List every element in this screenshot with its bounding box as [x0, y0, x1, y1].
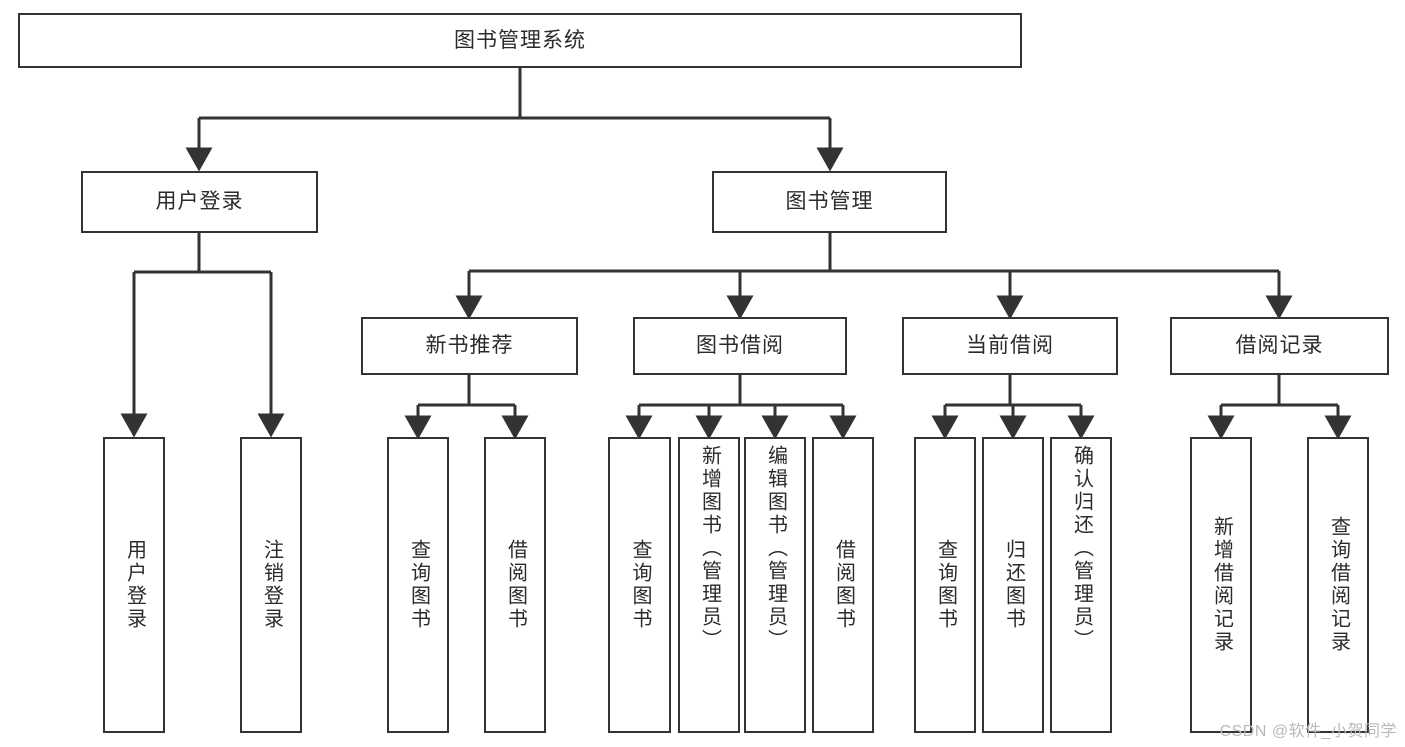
node-leaf-user-logout-label: 注销登录	[260, 539, 283, 631]
node-leaf-return-book-label: 归还图书	[1002, 539, 1025, 631]
node-leaf-add-borrow-record-label: 新增借阅记录	[1210, 516, 1233, 654]
node-book-borrow[interactable]: 图书借阅	[633, 317, 847, 375]
node-leaf-query-book-current-label: 查询图书	[934, 539, 957, 631]
node-leaf-borrow-book-recommend[interactable]: 借阅图书	[484, 437, 546, 733]
node-leaf-user-login-label: 用户登录	[123, 539, 146, 631]
node-leaf-add-book[interactable]: 新增图书（管理员）	[678, 437, 740, 733]
node-book-manage-label: 图书管理	[785, 190, 874, 214]
node-leaf-query-borrow-record[interactable]: 查询借阅记录	[1307, 437, 1369, 733]
node-leaf-borrow-book-recommend-label: 借阅图书	[504, 539, 527, 631]
node-leaf-user-logout[interactable]: 注销登录	[240, 437, 302, 733]
node-borrow-record-label: 借阅记录	[1235, 334, 1324, 358]
node-leaf-confirm-return-label: 确认归还（管理员）	[1070, 445, 1093, 652]
node-new-book-recommend[interactable]: 新书推荐	[361, 317, 578, 375]
node-leaf-add-borrow-record[interactable]: 新增借阅记录	[1190, 437, 1252, 733]
node-leaf-query-book-borrow[interactable]: 查询图书	[608, 437, 671, 733]
node-leaf-borrow-book-label: 借阅图书	[832, 539, 855, 631]
node-leaf-confirm-return[interactable]: 确认归还（管理员）	[1050, 437, 1112, 733]
node-current-borrow[interactable]: 当前借阅	[902, 317, 1118, 375]
node-borrow-record[interactable]: 借阅记录	[1170, 317, 1389, 375]
node-current-borrow-label: 当前借阅	[966, 334, 1054, 358]
node-leaf-query-book-current[interactable]: 查询图书	[914, 437, 976, 733]
node-leaf-user-login[interactable]: 用户登录	[103, 437, 165, 733]
node-user-login[interactable]: 用户登录	[81, 171, 318, 233]
node-leaf-query-book-borrow-label: 查询图书	[629, 539, 651, 631]
node-user-login-label: 用户登录	[155, 190, 244, 214]
node-book-manage[interactable]: 图书管理	[712, 171, 947, 233]
node-leaf-return-book[interactable]: 归还图书	[982, 437, 1044, 733]
node-leaf-query-book-recommend-label: 查询图书	[407, 539, 430, 631]
node-book-borrow-label: 图书借阅	[696, 334, 784, 358]
node-leaf-query-borrow-record-label: 查询借阅记录	[1327, 516, 1350, 654]
node-leaf-query-book-recommend[interactable]: 查询图书	[387, 437, 449, 733]
node-leaf-borrow-book[interactable]: 借阅图书	[812, 437, 874, 733]
node-leaf-edit-book[interactable]: 编辑图书（管理员）	[744, 437, 806, 733]
node-leaf-edit-book-label: 编辑图书（管理员）	[764, 445, 787, 652]
node-root-label: 图书管理系统	[454, 28, 586, 52]
node-leaf-add-book-label: 新增图书（管理员）	[698, 445, 721, 652]
node-root[interactable]: 图书管理系统	[18, 13, 1022, 68]
node-new-book-recommend-label: 新书推荐	[425, 334, 514, 358]
